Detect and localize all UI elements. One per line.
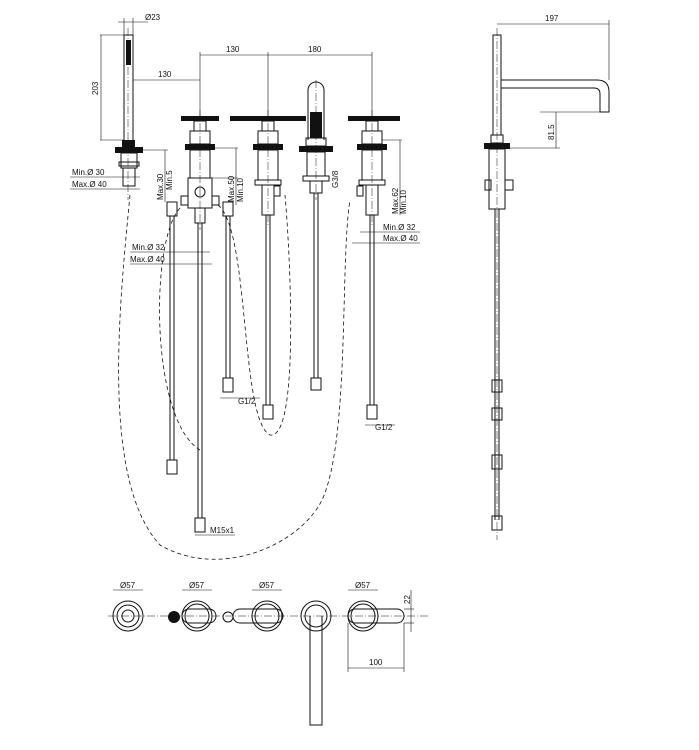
dim-spout-reach: 197 xyxy=(545,14,559,23)
dim-spout-height: 81.5 xyxy=(547,124,556,140)
dim-spout-thread: G3/8 xyxy=(331,170,340,188)
dim-rosette-3: Ø57 xyxy=(259,581,275,590)
dim-hs-deck-max: Max.30 xyxy=(156,173,165,200)
dim-spacing-2: 130 xyxy=(226,45,240,54)
dim-valve-deck-max: Max.50 xyxy=(227,175,236,202)
dim-right-deck-max: Max.62 xyxy=(391,187,400,214)
dim-valve-deck-min: Min.10 xyxy=(236,177,245,202)
dim-left-max-hole: Max.Ø 40 xyxy=(130,255,165,264)
valve-middle xyxy=(230,110,306,225)
handshower xyxy=(115,28,143,200)
dim-right-min-hole: Min.Ø 32 xyxy=(383,223,416,232)
plan-dims: Ø57 Ø57 Ø57 Ø57 22 100 xyxy=(113,581,414,672)
valve-right xyxy=(348,110,400,225)
plan-view xyxy=(108,600,430,726)
spout xyxy=(299,80,333,200)
dim-rosette-4: Ø57 xyxy=(355,581,371,590)
dim-rosette-1: Ø57 xyxy=(120,581,136,590)
dim-right-max-hole: Max.Ø 40 xyxy=(383,234,418,243)
dim-hose-thread-right: G1/2 xyxy=(375,423,393,432)
dim-hs-max-hole: Max.Ø 40 xyxy=(72,180,107,189)
dim-lever-length: 100 xyxy=(369,658,383,667)
dim-left-min-hole: Min.Ø 32 xyxy=(132,243,165,252)
dim-right-deck-min: Min.10 xyxy=(399,189,408,214)
dim-hs-min-hole: Min.Ø 30 xyxy=(72,168,105,177)
dim-spacing-1: 130 xyxy=(158,70,172,79)
dim-handshower-diameter: Ø23 xyxy=(145,13,161,22)
dim-hose-thread-left: G1/2 xyxy=(238,397,256,406)
hoses xyxy=(118,193,378,560)
dim-rosette-2: Ø57 xyxy=(189,581,205,590)
dim-handshower-height: 203 xyxy=(91,81,100,95)
dim-hose-thread-shower: M15x1 xyxy=(210,526,235,535)
dim-spacing-3: 180 xyxy=(308,45,322,54)
dim-lever-width: 22 xyxy=(403,595,412,604)
valve-left xyxy=(166,110,234,230)
side-view xyxy=(484,28,610,540)
dim-hs-deck-min: Min.5 xyxy=(165,170,174,190)
